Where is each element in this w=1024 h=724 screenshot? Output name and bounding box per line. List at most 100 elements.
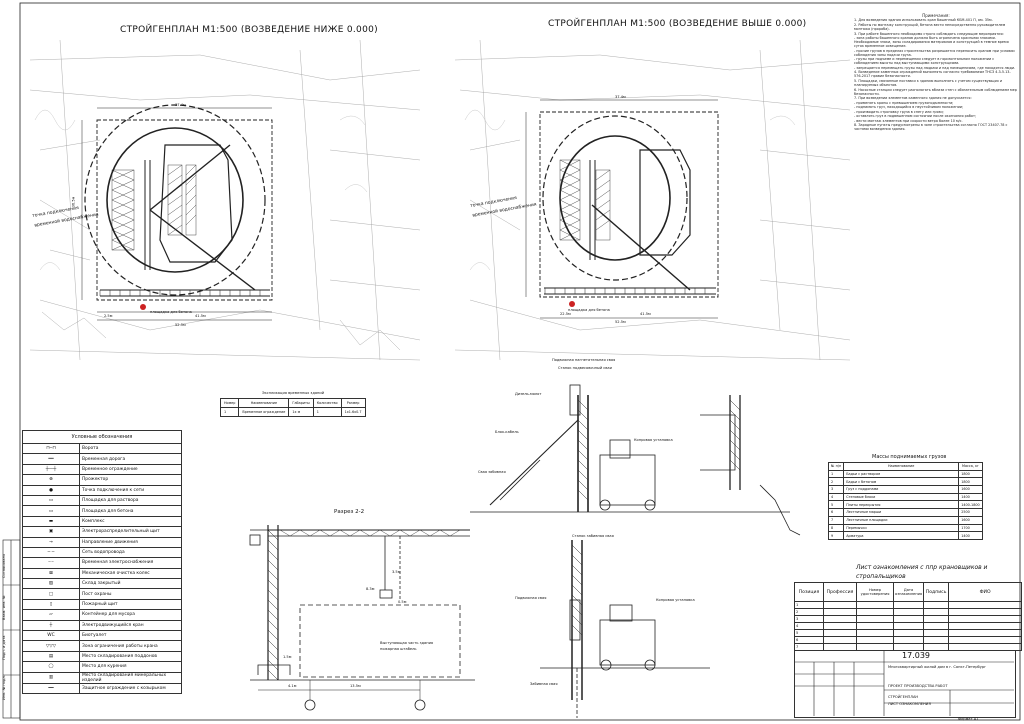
left-dim: 41.5м [195,314,206,318]
legend-row: ◯Место для курения [22,661,182,673]
wheel-wash-icon: ⊠ [22,567,80,580]
side-column-label: Взам. инв. № [2,595,6,620]
drawing-code: 17.039 [902,651,930,660]
gate-icon: ⊓─⊓ [22,442,80,455]
section-dim: 0.5м [398,600,407,604]
left-dim: 36.5м [71,196,76,208]
section-dim: 3.5м [392,570,401,574]
crane-icon: ┼ [22,619,80,632]
equipment-label: Забивная свая [530,682,558,686]
right-plan [454,39,851,361]
note-paragraph: - грузы при подъеме и перемещении следуе… [854,57,995,66]
note-paragraph: 5. Площадки, связанные поставки к зданию… [854,78,1003,88]
side-column-label: Согласовано [2,553,6,578]
legend-row: ▤Место складирования поддонов [22,650,182,663]
direction-arrow-icon: → [22,536,80,548]
left-dim: 37.4м [175,103,186,107]
crane-limit-icon: ▽▽▽ [22,640,80,652]
fence-icon: ┼──┼ [22,463,80,476]
equipment-label: Копровая установка [634,438,673,442]
stamp-line-2: ПРОЕКТ ПРОИЗВОДСТВА РАБОТ [888,684,948,688]
right-connection-point [569,301,575,307]
legend-row: ⊗Прожектор [22,474,182,486]
legend-row: ━━Защитное ограждение с козырьком [22,682,182,695]
connection-point-icon: ● [22,484,80,496]
table-row: 4 [794,622,1023,630]
road-icon: ══ [22,453,80,465]
note-paragraph: - зона работы башенного кранов должна бы… [854,36,1009,49]
notes-block: Примечания: 1. Для возведения здания исп… [854,13,1018,132]
table-row: 1 [794,601,1023,609]
note-paragraph: 2. Работы по монтажу конструкций, бетона… [854,22,1006,32]
equipment-label: Станок подвесовочный сваи [558,366,612,370]
table-row: 6 [794,636,1023,644]
mineral-storage-icon: ▥ [22,671,80,684]
mini-table-caption: Экспликация временных зданий [262,391,325,395]
note-paragraph: - вести монтаж элементов при скорости ве… [854,118,963,123]
legend-row: ⊠Механическая очистка колес [22,567,182,580]
section-title: Разрез 2-2 [334,509,365,515]
legend-row: ▥Место складирования минеральных изделий [22,671,182,684]
equipment-label: Подвижная нагнетательная свая [552,358,616,362]
legend-row: ●Точка подключения к сети [22,484,182,496]
guard-post-icon: □ [22,588,80,600]
section-dim: 1.5м [283,655,292,659]
table-row: 2 [794,608,1023,616]
left-dim: 2.5м [104,314,113,318]
temporary-buildings-table: Номер Наименование Габариты Количество Р… [219,398,366,417]
floodlight-icon: ⊗ [22,474,80,486]
crane-section [249,525,475,711]
canopy-fence-icon: ━━ [22,682,80,695]
legend-row: ▭Площадка для бетона [22,505,182,517]
equipment-label: Дизель-молот [515,392,542,396]
ack-caption-1: Лист ознакомления с ппр крановщиков и [856,564,988,571]
section-dim: 13.5м [350,684,361,688]
note-paragraph: 4. Возведение каменных ограждений выполн… [854,70,1011,79]
water-line-icon: ─ ─ [22,546,80,559]
legend-heading: Условные обозначения [22,430,182,444]
equipment-label: Копровая установка [656,598,695,602]
legend-row: ┼──┼Временное ограждение [22,463,182,476]
note-paragraph: 6. Насосные станции следует располагать … [854,87,1017,96]
side-column-label: Подп. и дата [2,635,6,660]
waste-container-icon: ▱ [22,609,80,621]
concrete-pad-icon: ▭ [22,505,80,517]
table-row: 5 [794,629,1023,637]
left-storage-hatch [111,164,197,251]
power-line-icon: –·– [22,557,80,569]
legend-row: □Пост охраны [22,588,182,600]
right-dim: 41.5м [640,312,651,316]
toilet-icon: WC [22,630,80,642]
legend-row: ▽▽▽Зона ограничения работы крана [22,640,182,652]
legend-row: ─ ─Сеть водопровода [22,546,182,559]
side-column-label: Инв. № подл. [2,675,6,700]
left-plan-title: СТРОЙГЕНПЛАН М1:500 (ВОЗВЕДЕНИЕ НИЖЕ 0.0… [120,25,378,35]
loads-caption: Массы поднимаемых грузов [872,454,947,460]
legend-row: ⊓─⊓Ворота [22,442,182,455]
equipment-label: Блок-кабель [495,430,519,434]
left-pad-label: площадка для бетона [150,310,192,314]
switchboard-icon: ▣ [22,526,80,538]
section-dim: 4.1м [288,684,297,688]
note-paragraph: 1. Для возведения здания использовать кр… [854,18,993,23]
section-note-1: Выступающая часть здания [380,641,434,645]
table-row: 3 [794,615,1023,623]
smoking-area-icon: ◯ [22,661,80,673]
note-paragraph: 7. При возведении элементов каменного зд… [854,96,972,101]
right-dim: 22.5м [560,312,571,316]
title-block [794,650,1016,718]
legend-row: ▣Электрораспределительный щит [22,526,182,538]
legend-table: Условные обозначения ⊓─⊓Ворота ══Временн… [22,430,182,695]
legend-row: ▯Пожарный щит [22,598,182,611]
